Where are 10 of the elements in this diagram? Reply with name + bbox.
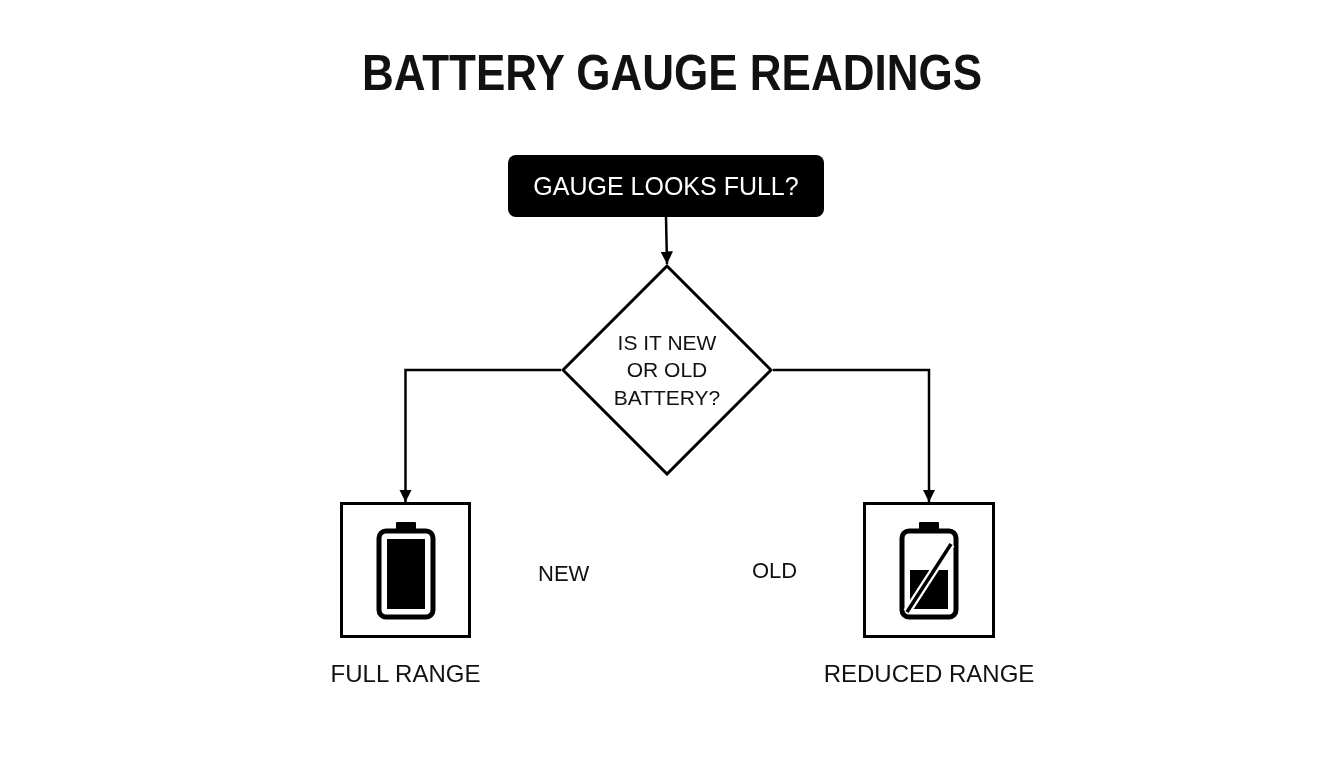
decision-text: IS IT NEW OR OLD BATTERY? [612,330,722,411]
arrow [660,216,673,265]
branch-label: NEW [538,561,590,587]
arrow [399,368,561,502]
result-label: FULL RANGE [329,660,482,688]
arrow [773,368,936,502]
branch-label: OLD [752,558,798,584]
start-box: GAUGE LOOKS FULL? [508,155,824,217]
result-label: REDUCED RANGE [822,660,1036,688]
title: BATTERY GAUGE READINGS [360,44,984,102]
